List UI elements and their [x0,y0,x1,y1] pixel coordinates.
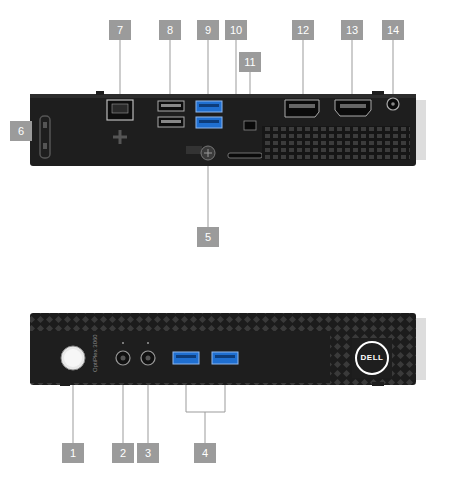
callout-number: 7 [109,20,131,40]
callout-number: 3 [137,443,159,463]
callout-number: 4 [194,443,216,463]
model-name: OptiPlex 3060 [92,334,99,372]
callout-number: 5 [197,227,219,247]
callout-number: 14 [382,20,404,40]
callout-number: 2 [112,443,134,463]
callout-number: 8 [159,20,181,40]
callout-number: 1 [62,443,84,463]
callout-number: 10 [225,20,247,40]
callout-number: 11 [239,52,261,72]
brand-logo: DELL [357,353,387,363]
callout-number: 12 [292,20,314,40]
callout-number: 9 [197,20,219,40]
callout-number: 13 [341,20,363,40]
callout-number: 6 [10,121,32,141]
